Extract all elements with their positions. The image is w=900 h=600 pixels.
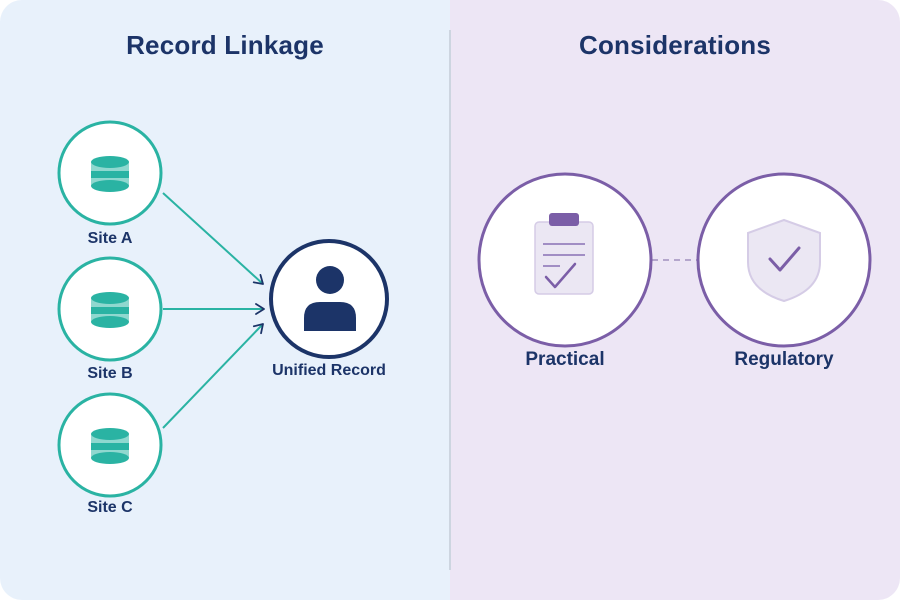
shield-check-icon [747, 218, 821, 303]
site-b-node [57, 256, 163, 362]
considerations-title: Considerations [578, 30, 772, 60]
database-icon [91, 292, 129, 328]
regulatory-node [696, 172, 872, 348]
database-icon [91, 428, 129, 464]
regulatory-label: Regulatory [734, 349, 834, 370]
user-icon [304, 266, 356, 331]
database-icon [91, 156, 129, 192]
site-c-node [57, 392, 163, 498]
arrow-site-c [162, 323, 264, 429]
panel-divider [449, 30, 451, 570]
record-linkage-title: Record Linkage [126, 30, 324, 60]
arrow-site-a [162, 192, 264, 285]
clipboard-check-icon [534, 213, 594, 295]
site-b-label: Site B [87, 365, 133, 382]
practical-node [477, 172, 653, 348]
unified-record-label: Unified Record [272, 362, 386, 379]
site-a-node [57, 120, 163, 226]
site-c-label: Site C [87, 499, 133, 516]
unified-record-node [269, 239, 389, 359]
site-a-label: Site A [87, 230, 133, 247]
practical-label: Practical [525, 349, 605, 370]
